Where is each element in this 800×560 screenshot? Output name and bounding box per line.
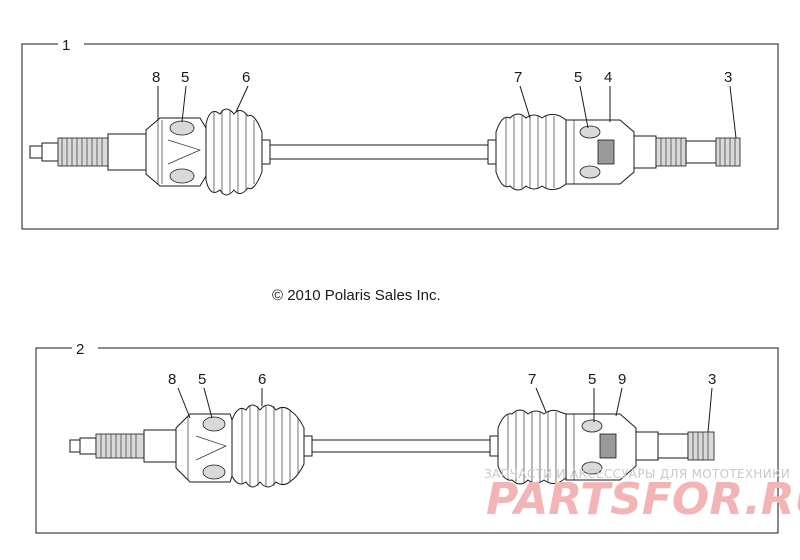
right-boot (495, 113, 567, 191)
callout-3: 3 (708, 371, 716, 388)
left-cv-cutaway (195, 435, 227, 461)
assembly-2-frame (35, 347, 779, 534)
right-bearing-bottom (579, 165, 601, 179)
assembly-1: 1 (21, 37, 779, 230)
callout-8: 8 (152, 69, 160, 86)
callout-9: 9 (618, 371, 626, 388)
right-bearing-top (579, 125, 601, 139)
copyright-text: © 2010 Polaris Sales Inc. (272, 287, 441, 304)
right-stub-neck (685, 140, 717, 164)
left-stub-neck (79, 437, 97, 455)
left-boot-clamp (303, 435, 313, 457)
left-spline (95, 433, 145, 459)
right-cv-race (599, 433, 617, 459)
left-stub-tip (29, 145, 43, 159)
left-spline (57, 137, 109, 167)
left-boot-clamp (261, 139, 271, 165)
right-cv-race (597, 139, 615, 165)
callout-7: 7 (528, 371, 536, 388)
assembly-2: 2 (35, 341, 779, 534)
callout-6: 6 (258, 371, 266, 388)
left-spline-lines (100, 434, 137, 458)
right-cv-stem (635, 431, 659, 461)
left-bearing-top (202, 416, 226, 432)
left-stub-tip (69, 439, 81, 453)
callout-8: 8 (168, 371, 176, 388)
right-boot-folds (507, 412, 557, 482)
callout-5: 5 (198, 371, 206, 388)
right-bearing-top (581, 419, 603, 433)
left-spline-lines (61, 138, 103, 166)
callout-7: 7 (514, 69, 522, 86)
callout-5: 5 (181, 69, 189, 86)
left-boot-folds (241, 406, 299, 486)
callout-4: 4 (604, 69, 612, 86)
right-boot-clamp (487, 139, 497, 165)
callout-6: 6 (242, 69, 250, 86)
right-cv-stem (633, 135, 657, 169)
left-cv-cutaway (167, 139, 201, 165)
left-cv-stem (107, 133, 147, 171)
callout-5: 5 (574, 69, 582, 86)
assembly-2-leaders (177, 387, 713, 433)
right-stub-threads (719, 138, 736, 166)
right-stub-threads (692, 432, 709, 460)
right-bearing-bottom (581, 461, 603, 475)
left-boot-folds (213, 110, 255, 194)
assembly-1-leaders (157, 85, 737, 139)
right-spline-lines (660, 138, 682, 166)
callout-5: 5 (588, 371, 596, 388)
callout-3: 3 (724, 69, 732, 86)
left-bearing-bottom (202, 464, 226, 480)
watermark: ЗАПЧАСТИ И АКСЕССУАРЫ ДЛЯ МОТОТЕХНИКИ PA… (484, 467, 800, 525)
watermark-brand: PARTSFOR.RU (486, 474, 800, 525)
watermark-tagline: ЗАПЧАСТИ И АКСЕССУАРЫ ДЛЯ МОТОТЕХНИКИ (484, 467, 790, 481)
left-cv-stem (143, 429, 177, 463)
left-boot (205, 108, 263, 196)
assembly-1-frame (21, 43, 779, 230)
left-stub-neck (41, 142, 59, 162)
right-boot-clamp (489, 435, 499, 457)
left-boot (231, 404, 305, 488)
right-stub-tip (715, 137, 741, 167)
axle-shaft-2 (311, 439, 491, 453)
axle-shaft-1 (269, 144, 489, 160)
right-boot-folds (505, 116, 555, 188)
assembly-2-number: 2 (76, 341, 84, 358)
right-stub-tip (687, 431, 715, 461)
assembly-1-number: 1 (62, 37, 70, 54)
left-bearing-top (169, 120, 195, 136)
left-bearing-bottom (169, 168, 195, 184)
right-stub-neck (657, 433, 689, 459)
